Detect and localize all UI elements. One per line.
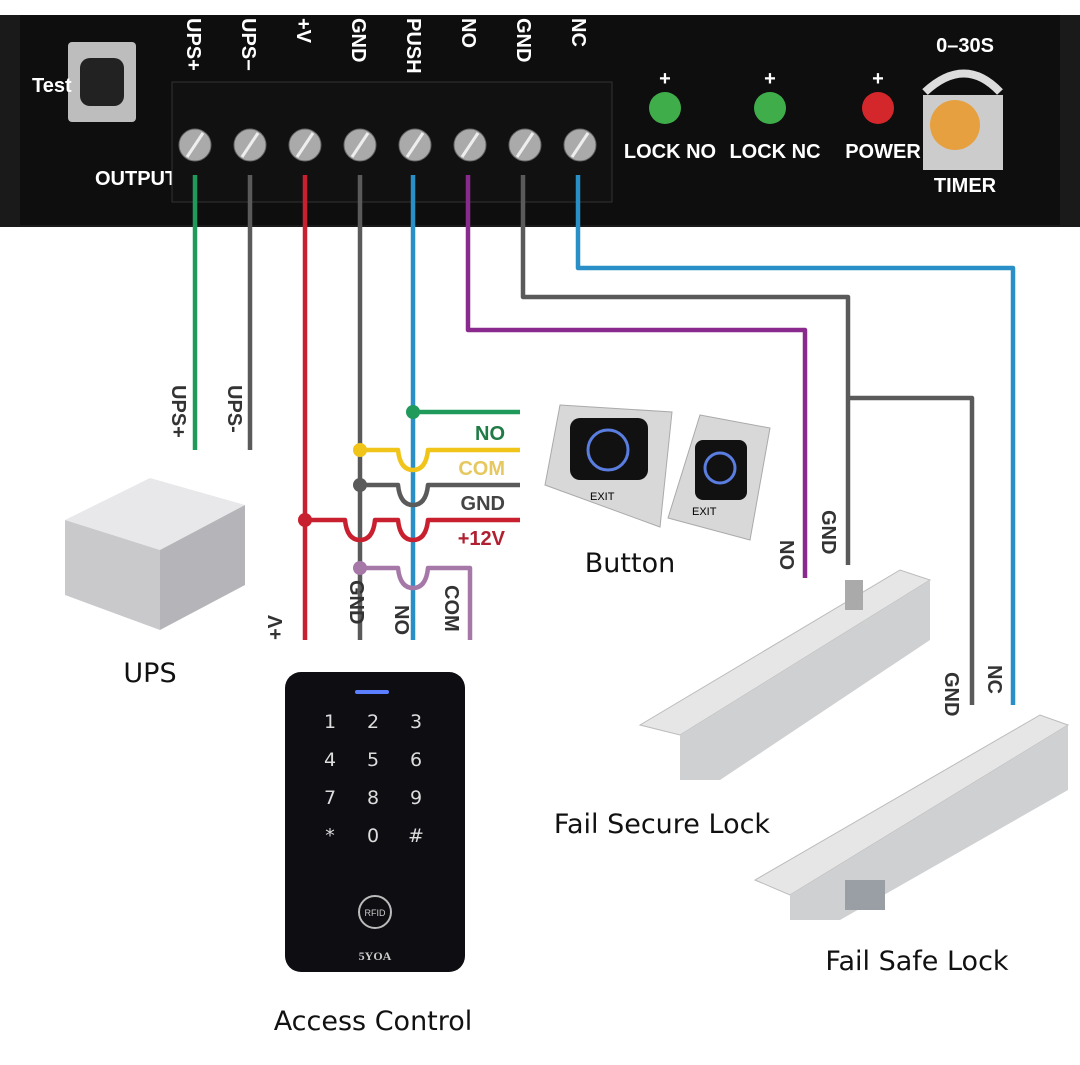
- fail-secure-caption: Fail Secure Lock: [554, 809, 771, 840]
- led-plus-sign: +: [764, 68, 776, 90]
- label-ac-gnd: GND: [345, 580, 367, 624]
- fail-secure-lock: [638, 569, 932, 780]
- terminal-label: GND: [347, 18, 369, 62]
- test-label: Test: [32, 75, 72, 97]
- screw-slot: [185, 132, 205, 158]
- junction-dot: [353, 561, 367, 575]
- label-fsafe-gnd: GND: [940, 672, 962, 716]
- power-supply-panel: Test OUTPUT UPS+ UPS− +V GND PUSH NO GND NC + LO…: [0, 15, 1080, 227]
- led-label: LOCK NC: [729, 141, 820, 163]
- keypad-key[interactable]: 1: [324, 711, 336, 733]
- branch-ac-com: [360, 565, 473, 640]
- branch-12v: [305, 517, 520, 543]
- label-branch-12v: +12V: [458, 528, 506, 550]
- keypad-key[interactable]: 3: [410, 711, 422, 733]
- label-branch-gnd: GND: [461, 493, 505, 515]
- label-ups-minus: UPS-: [223, 385, 245, 433]
- wires: [192, 175, 1016, 705]
- branch-com: [360, 447, 520, 473]
- label-ups-plus: UPS+: [167, 385, 189, 438]
- fail-safe-caption: Fail Safe Lock: [825, 946, 1008, 977]
- terminal-label: UPS−: [237, 18, 259, 71]
- terminal-label: NO: [457, 18, 479, 48]
- keypad-key[interactable]: 6: [410, 749, 422, 771]
- terminal-label: UPS+: [182, 18, 204, 71]
- branch-gnd: [360, 482, 520, 508]
- timer-range: 0–30S: [936, 35, 994, 57]
- junction-dot: [353, 478, 367, 492]
- terminal-label: +V: [292, 18, 314, 44]
- led-indicator: [649, 92, 681, 124]
- label-ac-no: NO: [390, 605, 412, 635]
- junction-dot: [298, 513, 312, 527]
- access-control-caption: Access Control: [274, 1006, 473, 1037]
- led-plus-sign: +: [659, 68, 671, 90]
- terminal-label: PUSH: [402, 18, 424, 74]
- keypad-key[interactable]: 8: [367, 787, 379, 809]
- led-indicator: [754, 92, 786, 124]
- led-label: POWER: [845, 141, 921, 163]
- screw-slot: [515, 132, 535, 158]
- led-plus-sign: +: [872, 68, 884, 90]
- terminal-label: GND: [512, 18, 534, 62]
- led-indicator: [862, 92, 894, 124]
- junction-dot: [353, 443, 367, 457]
- screw-slot: [460, 132, 480, 158]
- ups-caption: UPS: [123, 658, 176, 689]
- fail-safe-lock: [753, 714, 1070, 920]
- output-label: OUTPUT: [95, 168, 177, 190]
- label-fsec-gnd: GND: [817, 510, 839, 554]
- keypad-key[interactable]: 9: [410, 787, 422, 809]
- keypad-key[interactable]: 7: [324, 787, 336, 809]
- keypad-key[interactable]: 0: [367, 825, 379, 847]
- timer-knob[interactable]: [922, 69, 1003, 171]
- screw-slot: [295, 132, 315, 158]
- terminal-label: NC: [567, 18, 589, 47]
- wire-no: [465, 175, 808, 578]
- wire-gnd3: [848, 395, 975, 705]
- keypad-key[interactable]: 4: [324, 749, 336, 771]
- screw-slot: [240, 132, 260, 158]
- button-caption: Button: [585, 548, 675, 579]
- access-control-keypad[interactable]: 1 2 3 4 5 6 7 8 9 * 0 # RFID 5YOA: [285, 672, 465, 972]
- led-label: LOCK NO: [624, 141, 716, 163]
- exit-text: EXIT: [692, 506, 717, 518]
- exit-text: EXIT: [590, 491, 615, 503]
- screw-slot: [405, 132, 425, 158]
- keypad-key[interactable]: 5: [367, 749, 379, 771]
- wire-labels: UPS+ UPS- NO COM GND +12V +V GND NO COM …: [167, 385, 1005, 716]
- junction-dot: [406, 405, 420, 419]
- label-branch-com: COM: [458, 458, 505, 480]
- brand-text: 5YOA: [359, 949, 392, 963]
- screw-slot: [570, 132, 590, 158]
- screw-slot: [350, 132, 370, 158]
- keypad-key[interactable]: *: [325, 825, 335, 847]
- wire-gnd2: [520, 175, 851, 565]
- label-fsafe-nc: NC: [983, 665, 1005, 694]
- timer-label: TIMER: [934, 175, 997, 197]
- label-fsec-no: NO: [775, 540, 797, 570]
- rfid-text: RFID: [365, 908, 386, 918]
- label-branch-no: NO: [475, 423, 505, 445]
- test-button[interactable]: [68, 42, 136, 122]
- exit-button-device[interactable]: EXIT EXIT: [544, 404, 771, 541]
- keypad-key[interactable]: 2: [367, 711, 379, 733]
- wire-nc: [575, 175, 1016, 705]
- keypad-key[interactable]: #: [408, 825, 424, 847]
- label-ac-com: COM: [440, 585, 462, 632]
- label-ac-v: +V: [265, 614, 287, 640]
- ups-device: [65, 478, 245, 630]
